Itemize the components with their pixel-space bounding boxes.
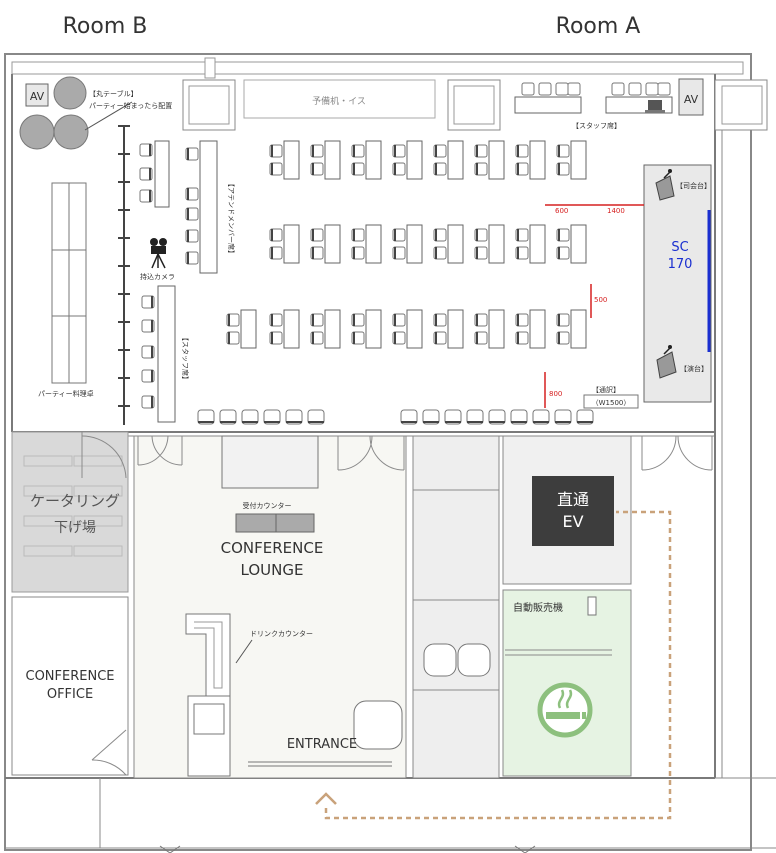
lounge-label-1: CONFERENCE [221,539,324,557]
desk-unit [269,309,300,349]
screen-size: 170 [668,257,693,272]
up-arrow-icon [315,792,337,805]
catering-furniture [23,455,123,557]
route-to-elevator [324,510,672,820]
round-table-note: パーティー始まったら配置 [89,101,172,110]
staff-seat-top-label: 【スタッフ席】 [572,121,621,130]
lounge-alcove [221,435,319,489]
staff-seat-left-label: 【スタッフ席】 [181,334,190,383]
desk-unit [310,309,341,349]
desk-unit [351,309,382,349]
ev-label-1: 直通 [557,490,589,509]
laptop-icon [645,100,665,113]
room-a-title: Room A [556,14,641,39]
desk-unit [269,224,300,264]
reception-counter [235,513,315,533]
desk-unit [392,140,423,180]
attend-member-label: 【アテンドメンバー席】 [227,180,236,257]
dim-800: 800 [549,390,562,398]
party-table-label: パーティー料理卓 [38,389,94,398]
spare-desks-label: 予備机・イス [312,95,366,107]
smoking-area-icon [537,682,593,738]
desk-unit [310,140,341,180]
av-box-left: AV [25,83,49,107]
classroom-seating [226,140,587,349]
desk-unit [556,224,587,264]
attend-member-desk [199,140,218,274]
desk-unit [392,309,423,349]
vending-machine [587,596,597,616]
drink-label: ドリンクカウンター [250,629,313,638]
lounge-doors [137,435,405,471]
desk-unit [474,309,505,349]
dim-1400: 1400 [607,207,625,215]
round-tables [19,76,133,150]
round-table-label: 【丸テーブル】 [89,89,138,98]
interpret-width: （W1500） [592,399,631,407]
office-label-1: CONFERENCE [26,669,115,684]
right-door [641,435,713,471]
staff-desk-left [157,285,176,423]
restroom-block [412,435,500,779]
left-seating [139,140,199,409]
desk-unit [474,140,505,180]
podium-icon [656,345,677,379]
spare-desks-area [243,79,436,119]
desk-unit [433,309,464,349]
desk-unit [556,309,587,349]
ev-label-2: EV [562,512,583,531]
lounge-label-2: LOUNGE [241,561,304,579]
dimension-lines [544,204,644,408]
desk-unit [474,224,505,264]
desk-unit [515,309,546,349]
desk-unit [351,140,382,180]
office-label-2: OFFICE [47,687,93,702]
vending-label: 自動販売機 [513,601,563,614]
bottom-markers [159,845,536,853]
desk-unit [556,140,587,180]
direct-elevator [532,476,614,546]
screen-label: SC [671,240,688,255]
desk-unit [351,224,382,264]
desk-unit [392,224,423,264]
desk-unit [515,140,546,180]
room-b-title: Room B [63,14,148,39]
mc-stand-label: 【司会台】 [676,181,711,190]
catering-label: ケータリング [30,492,120,510]
mc-stand-icon [655,169,675,201]
stage-platform [643,164,712,403]
bottom-chairs [197,409,594,425]
svg-text:AV: AV [30,90,45,103]
partition-rail [118,125,130,425]
desk-unit [433,140,464,180]
catering-label-2: 下げ場 [54,520,96,536]
reception-label: 受付カウンター [243,501,292,510]
desk-unit [226,309,257,349]
entrance-label: ENTRANCE [287,737,357,752]
entrance-bench [248,700,403,767]
desk-unit [433,224,464,264]
svg-text:AV: AV [684,93,699,106]
drink-counter [185,613,253,777]
conference-office [11,596,129,776]
catering-area [11,431,129,593]
washbasins [423,643,491,677]
interpret-booth [583,394,639,409]
desk-unit [269,140,300,180]
podium-label: 【演台】 [680,364,708,373]
camera-label: 持込カメラ [140,272,175,281]
party-buffet-table [51,182,87,384]
desk-unit [310,224,341,264]
dim-600: 600 [555,207,568,215]
desk-unit [515,224,546,264]
interpret-label: 【通訳】 [592,385,620,394]
av-box-right: AV [678,78,704,116]
dim-500: 500 [594,296,607,304]
movie-camera-icon [150,238,167,269]
